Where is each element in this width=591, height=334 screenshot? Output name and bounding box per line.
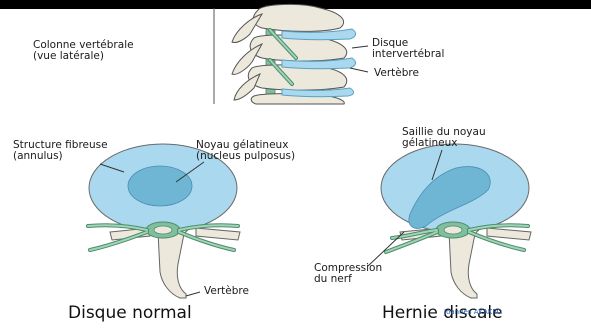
author-credit: Joannès AKAKPO (444, 308, 502, 316)
lateral-spine-diagram (214, 4, 368, 104)
normal-disc-diagram (88, 144, 240, 298)
herniated-disc-diagram (368, 144, 531, 298)
label-spine-lateral-view: Colonne vertébrale (vue latérale) (33, 40, 134, 62)
label-vertebra-upper: Vertèbre (374, 68, 419, 79)
label-nerve-compression: Compression du nerf (314, 263, 382, 285)
label-annulus: Structure fibreuse (annulus) (13, 140, 108, 162)
vertebra-bodies (232, 4, 347, 104)
caption-normal-disc: Disque normal (68, 304, 192, 322)
label-vertebra-normal: Vertèbre (204, 286, 249, 297)
label-intervertebral-disc: Disque intervertébral (372, 38, 444, 60)
label-nucleus-pulposus: Noyau gélatineux (nucleus pulposus) (196, 140, 295, 162)
label-nucleus-protrusion: Saillie du noyau gélatineux (402, 127, 486, 149)
